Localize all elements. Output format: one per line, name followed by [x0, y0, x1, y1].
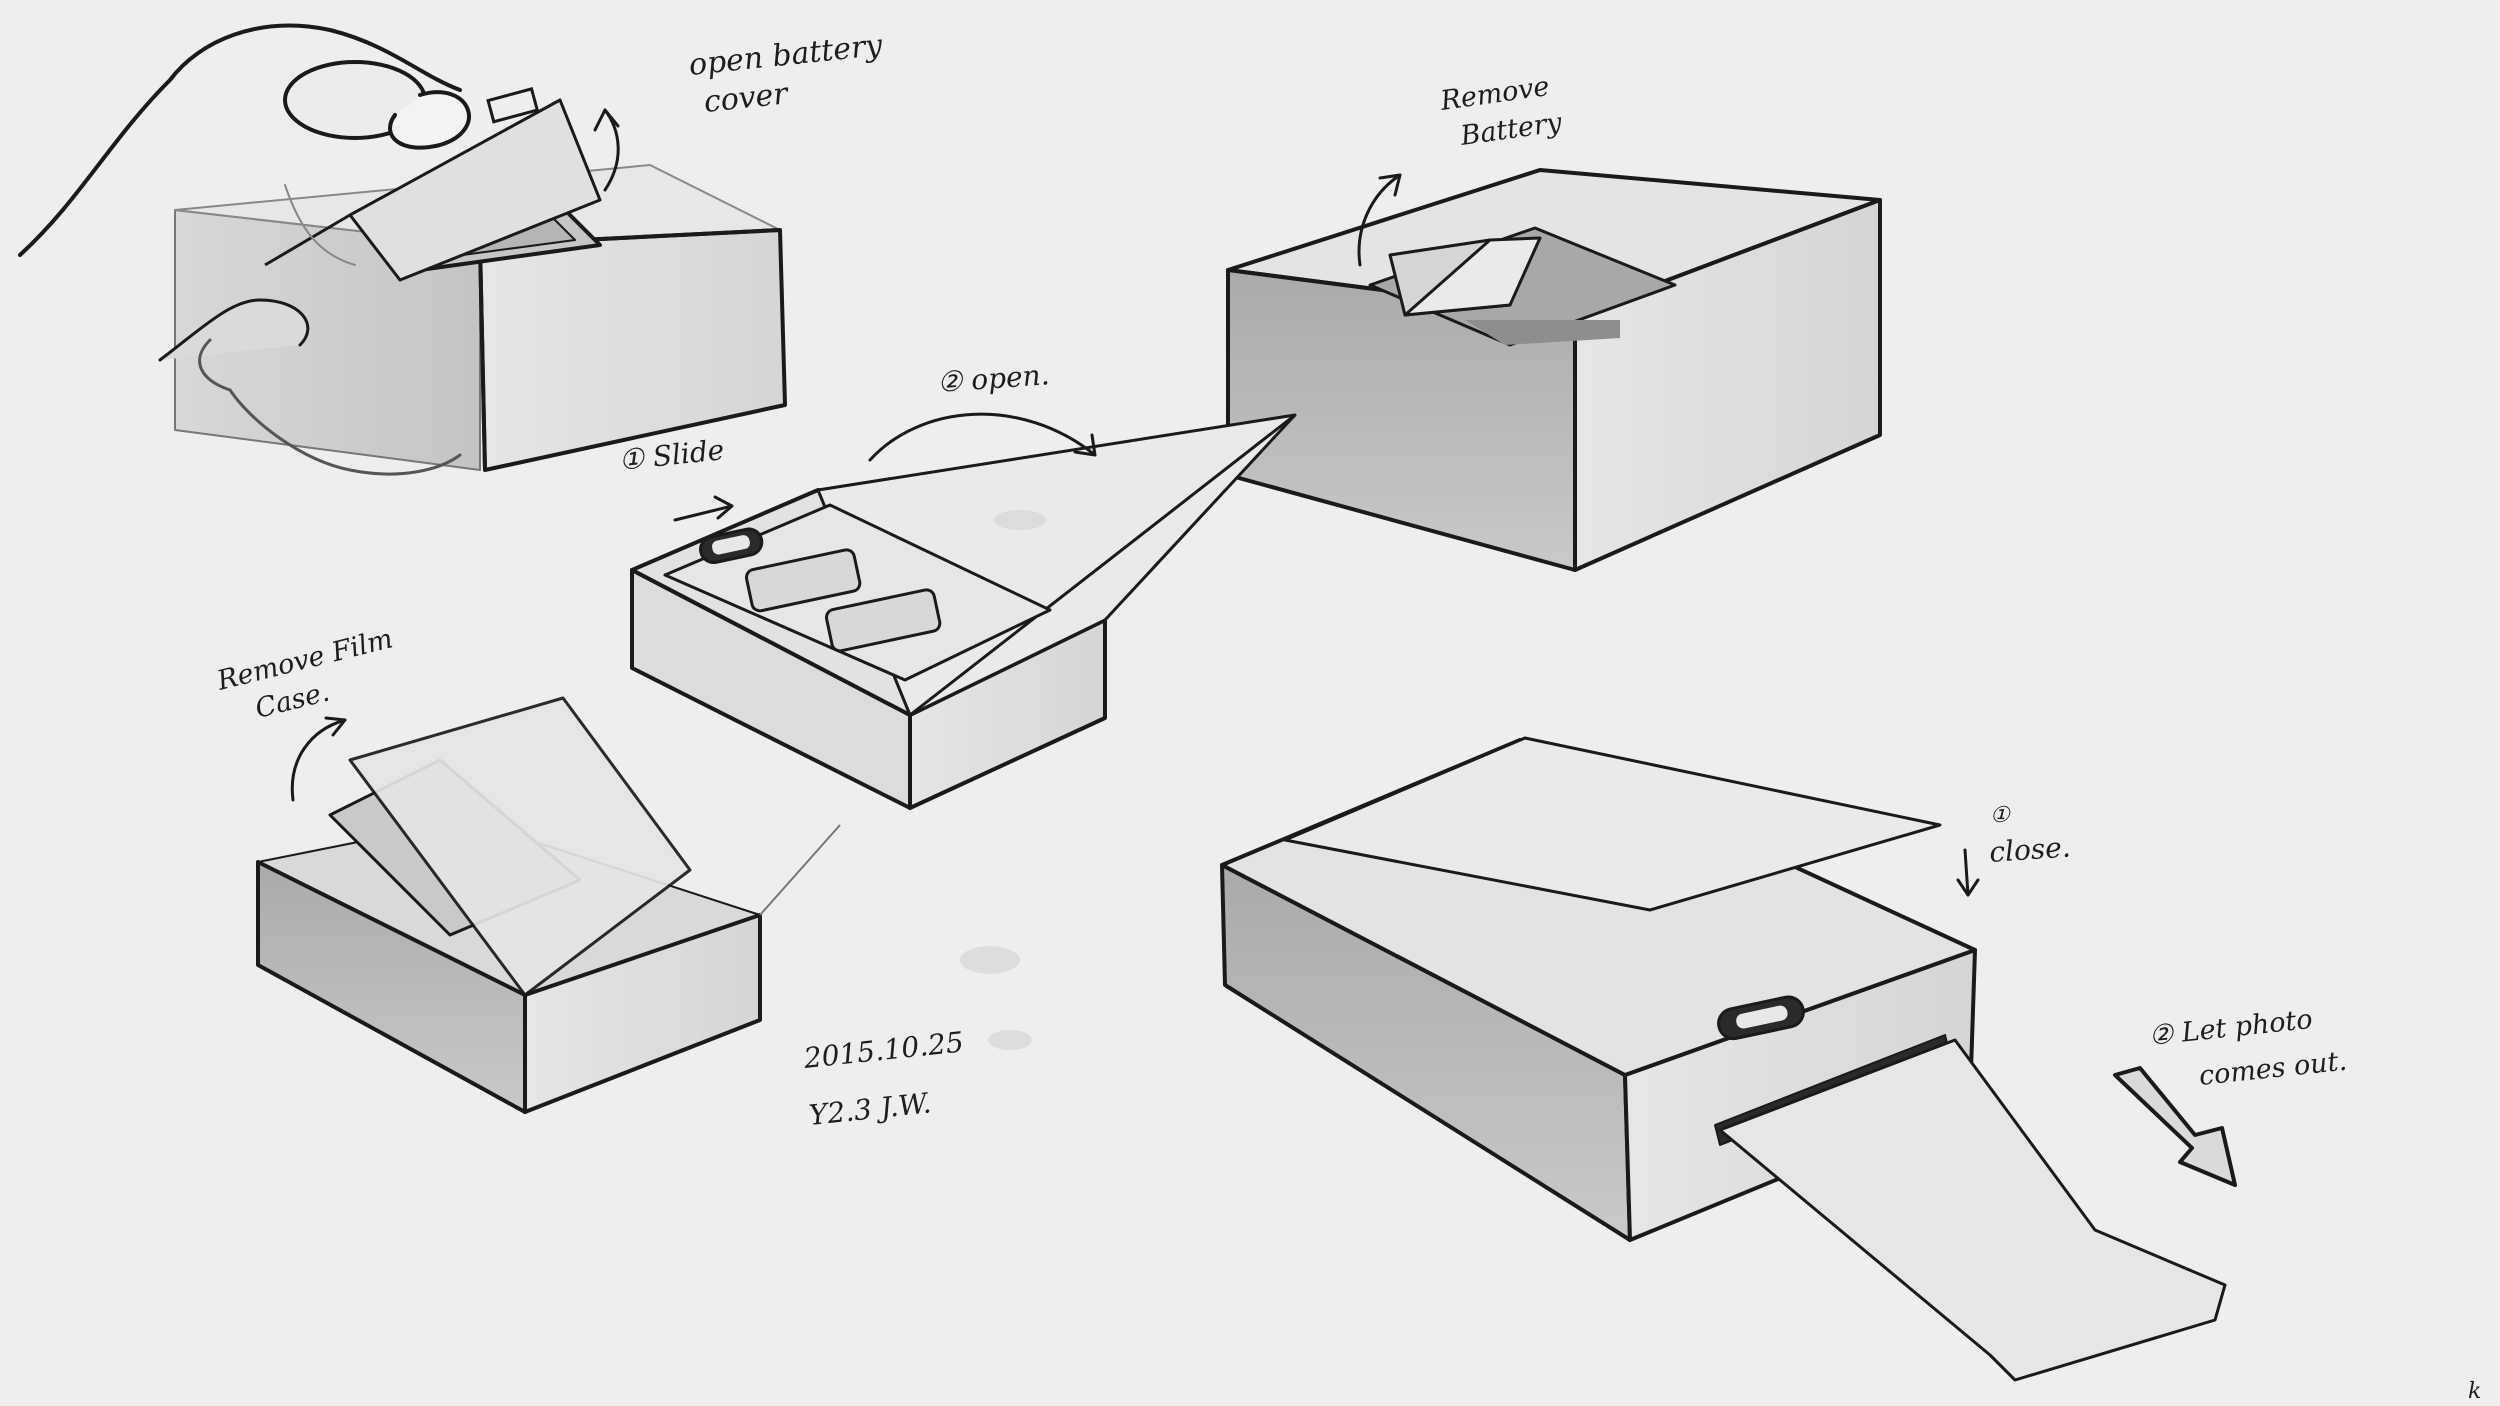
box-close-photo-out [1220, 736, 2227, 1382]
paper-smudges [960, 510, 1046, 1050]
slide-switch-icon [699, 527, 764, 565]
label-open: ② open. [936, 358, 1050, 399]
box-slide-open [630, 413, 1297, 810]
curved-arrow-icon [290, 716, 347, 802]
box-remove-film-case [256, 696, 841, 1114]
curved-arrow-icon [593, 108, 620, 192]
box4-front [523, 913, 762, 1114]
label-close-number: ① [1990, 803, 2011, 828]
box1-battery-cover-flap [348, 98, 602, 282]
page-mark: k [2468, 1379, 2481, 1404]
box-remove-battery [1226, 168, 1882, 572]
box-open-battery-cover [174, 98, 787, 472]
box5-lid [1283, 736, 1942, 912]
slide-switch-icon [1717, 995, 1805, 1041]
curved-arrow-icon [1357, 173, 1402, 267]
curved-arrow-icon [868, 412, 1097, 462]
hand-icon [18, 23, 540, 476]
down-arrow-icon [1956, 848, 1980, 897]
straight-arrow-icon [673, 495, 734, 522]
box4-lid-open [348, 696, 692, 997]
box3-window-2 [824, 588, 942, 653]
label-close: close. [1988, 830, 2071, 869]
straight-arrow-icon [2113, 1066, 2237, 1187]
box3-window-1 [744, 548, 862, 613]
